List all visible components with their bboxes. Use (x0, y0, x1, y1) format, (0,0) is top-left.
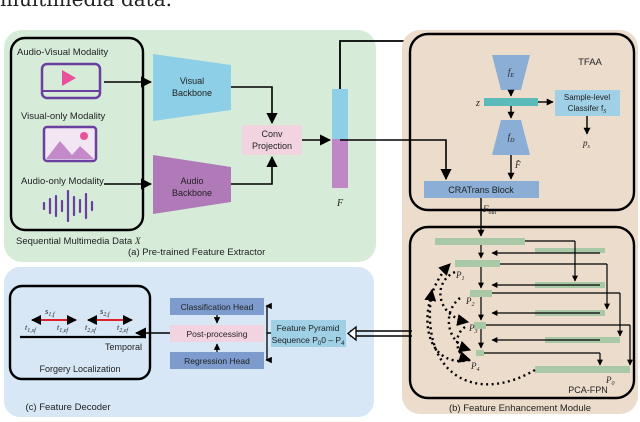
ps-label: ps (582, 138, 591, 150)
modality-av-label: Audio-Visual Modality (17, 47, 108, 58)
cratrans-block (424, 181, 539, 198)
fpn-left-bar-2 (470, 290, 492, 297)
p4-label: P4 (470, 361, 480, 373)
feature-pyramid-box (271, 320, 346, 347)
z-label: z (475, 98, 480, 109)
regression-head (170, 352, 264, 369)
modality-group-box (9, 36, 145, 232)
forgery-localization-label: Forgery Localization (39, 364, 120, 374)
audio-backbone-label-2: Backbone (172, 188, 212, 198)
classifier-box (555, 90, 620, 116)
caption-c: (c) Feature Decoder (25, 402, 110, 413)
feature-bar-audio (332, 139, 348, 188)
sequential-label: Sequential Multimedia Data X (16, 236, 142, 247)
modality-v-label: Visual-only Modality (21, 111, 106, 122)
s1f-label: s1,f (45, 306, 56, 318)
p2-label: P2 (465, 296, 475, 308)
conv-label: Conv (261, 129, 283, 139)
fpn-left-bar-0 (435, 238, 525, 245)
visual-backbone (153, 54, 231, 121)
p1-label: P1 (455, 270, 465, 282)
decoder-fd (492, 120, 530, 155)
caption-a: (a) Pre-trained Feature Extractor (128, 247, 265, 258)
p3-label: P3 (468, 323, 478, 335)
conv-projection-box (242, 125, 302, 155)
video-icon (40, 62, 102, 100)
projection-label: Projection (252, 141, 292, 151)
post-processing-box (170, 325, 264, 342)
temporal-label: Temporal (105, 342, 142, 352)
p0-label: P0 (605, 375, 615, 387)
s2f-label: s2,f (100, 306, 111, 318)
double-arrow-head (346, 325, 357, 342)
tfaa-box (408, 32, 636, 212)
encoder-fe (492, 55, 530, 90)
classification-head (170, 298, 264, 315)
pca-fpn-box (408, 225, 636, 400)
fout-label: Fout (482, 204, 497, 216)
audio-backbone (153, 155, 231, 214)
t1ef-label: t1,ef (57, 323, 69, 334)
post-processing-label: Post-processing (187, 329, 248, 339)
fe-label: fE (508, 67, 515, 79)
tfaa-label: TFAA (578, 57, 602, 68)
classifier-label-2: Classifer fS (568, 104, 607, 115)
audio-backbone-label: Audio (180, 176, 203, 186)
image-icon (42, 125, 98, 163)
top-text: multimedia data. (0, 0, 172, 11)
visual-backbone-label-2: Backbone (172, 88, 212, 98)
fpn-left-bar-4 (476, 350, 484, 356)
feature-bar-visual (332, 89, 348, 139)
dotted-skip-arrows (424, 263, 536, 386)
fpn-left-bar-1 (455, 260, 500, 267)
cratrans-label: CRATrans Block (448, 185, 514, 195)
latent-z (484, 98, 538, 106)
fhat-label: F̂ (514, 160, 521, 170)
caption-b: (b) Feature Enhancement Module (449, 403, 591, 414)
visual-backbone-label: Visual (180, 76, 204, 86)
fpn-right-bar-4 (535, 248, 605, 253)
pyramid-label-2: Sequence P00 – P4 (272, 335, 346, 347)
feature-f-label: F (336, 198, 344, 209)
fd-label: fD (508, 132, 516, 144)
panel-feature-extractor (4, 30, 376, 262)
modality-a-label: Audio-only Modality (21, 176, 104, 187)
pca-fpn-label: PCA-FPN (568, 385, 608, 395)
pyramid-label-1: Feature Pyramid (277, 323, 340, 333)
fpn-left-bar-3 (474, 322, 486, 329)
t1sf-label: t1,sf (25, 323, 37, 334)
t2sf-label: t2,sf (85, 323, 97, 334)
classifier-label-1: Sample-level (564, 93, 610, 102)
waveform-icon (42, 189, 94, 223)
regression-head-label: Regression Head (184, 356, 250, 366)
classification-head-label: Classification Head (181, 302, 254, 312)
t2ef-label: t2,ef (117, 323, 129, 334)
fpn-right-bar-0 (535, 366, 630, 373)
